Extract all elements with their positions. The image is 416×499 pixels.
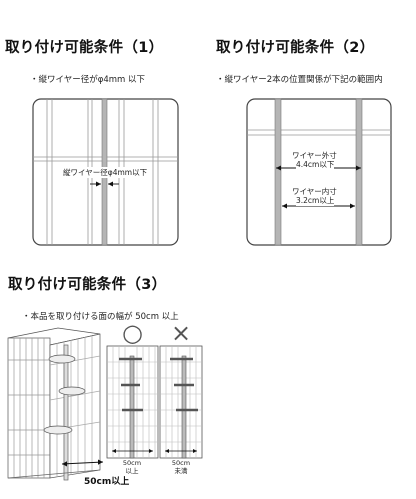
condition-3-note: ・本品を取り付ける面の幅が 50cm 以上 [22, 312, 179, 322]
condition-2-title: 取り付け可能条件（2） [216, 40, 375, 56]
outer-dimension-label: ワイヤー外寸 [292, 150, 337, 161]
outer-dimension-value: 4.4cm以下 [296, 159, 335, 170]
ng-mark-icon: × [171, 319, 192, 347]
inner-dimension-label: ワイヤー内寸 [292, 186, 337, 197]
ok-mark-icon: ○ [122, 319, 143, 347]
cage-illustration [7, 327, 101, 481]
bad-caption-condition: 未満 [174, 467, 188, 475]
cage-width-label: 50cm以上 [84, 477, 130, 487]
wire-panel-2 [246, 98, 392, 246]
wire-diameter-label: 縦ワイヤー径φ4mm以下 [63, 167, 148, 178]
cage-width-dimension [61, 459, 104, 467]
bad-example-panel [159, 345, 203, 459]
condition-3-title: 取り付け可能条件（3） [8, 277, 167, 293]
inner-dimension-value: 3.2cm以上 [296, 195, 335, 206]
condition-1-title: 取り付け可能条件（1） [5, 40, 164, 56]
good-example-panel [106, 345, 159, 459]
condition-1-note: ・縦ワイヤー径がφ4mm 以下 [30, 75, 146, 85]
bad-caption-width: 50cm [171, 459, 191, 467]
good-caption-width: 50cm [122, 459, 142, 467]
condition-2-note: ・縦ワイヤー2本の位置関係が下記の範囲内 [216, 75, 383, 85]
good-caption-condition: 以上 [125, 467, 139, 475]
